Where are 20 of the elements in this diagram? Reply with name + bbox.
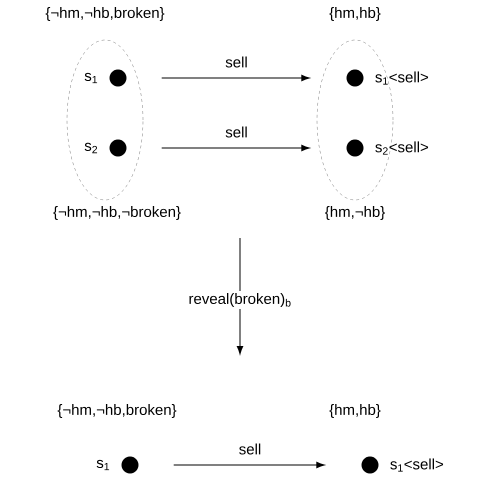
state-dot <box>110 70 126 86</box>
transition-label: reveal(broken)$_{b}$ <box>186 291 294 309</box>
arrow <box>161 144 310 152</box>
edge-label: sell <box>239 444 260 454</box>
state-name: s$_{1}$ <box>84 72 98 84</box>
arrow <box>161 74 310 82</box>
edge-label: sell <box>226 126 247 138</box>
state-dot <box>362 456 378 474</box>
edge-label: sell <box>226 56 247 68</box>
state-name: s$_{1}$<sell> <box>390 458 444 472</box>
state-name: s$_{2}$<sell> <box>375 141 428 155</box>
state-dot <box>110 140 126 156</box>
state-name: s$_{2}$ <box>84 142 98 154</box>
state-dot <box>346 140 364 156</box>
arrow <box>173 462 325 468</box>
state-dot <box>122 456 138 474</box>
state-group-ellipse <box>66 40 144 200</box>
state-name: s$_{1}$ <box>96 460 110 470</box>
state-dot <box>346 70 364 86</box>
state-name: s$_{1}$<sell> <box>375 71 428 85</box>
